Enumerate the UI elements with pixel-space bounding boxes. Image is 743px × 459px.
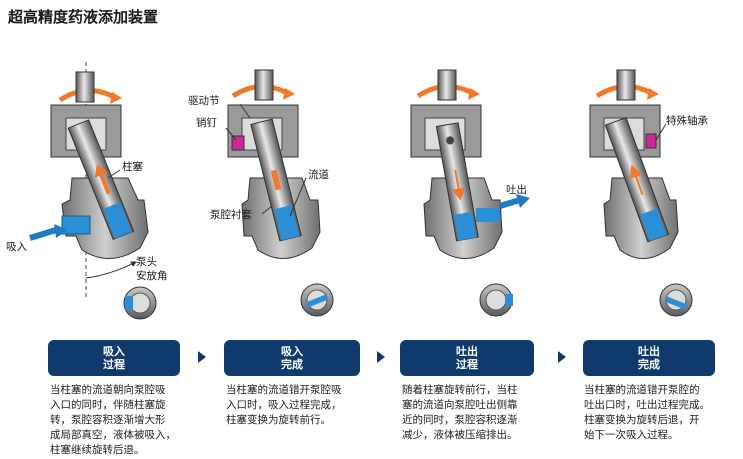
plunger-flow-fluid bbox=[274, 204, 300, 241]
stage-description-discharge-process: 随着柱塞旋转前行，当柱 塞的流道向泵腔吐出侧靠 近的同时，泵腔容积逐渐 减少，液… bbox=[402, 384, 518, 441]
label-pump-liner: 泵腔衬套 bbox=[210, 208, 252, 221]
label-mount-angle: 安放角 bbox=[136, 269, 168, 282]
pin-leader bbox=[225, 127, 237, 141]
label-pin: 销钉 bbox=[196, 116, 217, 129]
stage-title-line1: 吸入 bbox=[103, 345, 125, 358]
rotor-port-fluid bbox=[666, 296, 686, 310]
label-plunger: 柱塞 bbox=[122, 160, 143, 173]
page-title: 超高精度药液添加装置 bbox=[8, 8, 159, 26]
plunger-flow-fluid bbox=[103, 202, 132, 239]
plunger-flow-fluid bbox=[454, 211, 477, 241]
drive-shaft bbox=[616, 69, 636, 101]
plunger-leader bbox=[107, 169, 121, 179]
stage-title-line1: 吐出 bbox=[638, 345, 660, 358]
stage-description-discharge-complete: 当柱塞的流道错开泵腔的 吐出口时，吐出过程完成。 柱塞变换为旋转后退，开 始下一… bbox=[584, 384, 710, 441]
stroke-arrow-icon bbox=[94, 164, 111, 195]
drive-shaft bbox=[254, 69, 274, 101]
bearing-leader bbox=[655, 123, 667, 141]
liner-leader bbox=[261, 205, 273, 215]
flow-leader bbox=[289, 177, 307, 217]
rotation-arrow-head-icon bbox=[468, 88, 480, 100]
label-inlet: 吸入 bbox=[6, 241, 27, 253]
outlet-arrow-icon bbox=[499, 197, 521, 209]
stage-suction-process: 吸入 过程 bbox=[48, 340, 180, 376]
stage-title-line1: 吐出 bbox=[456, 345, 478, 358]
stage-discharge-process: 吐出 过程 bbox=[400, 340, 534, 376]
stroke-indicator-icon bbox=[270, 169, 282, 191]
stage-title-line2: 完成 bbox=[281, 358, 303, 371]
label-flow-path: 流道 bbox=[308, 168, 329, 181]
stage-arrow-icon bbox=[558, 351, 566, 363]
label-special-bearing: 特殊轴承 bbox=[666, 114, 708, 127]
rotation-arrow-head-icon bbox=[110, 92, 122, 104]
stage-title-line2: 完成 bbox=[638, 358, 660, 371]
stroke-arrow-icon bbox=[629, 164, 644, 196]
rotor-port-fluid bbox=[505, 294, 513, 306]
unit-discharge-complete bbox=[589, 69, 693, 317]
drive-leader bbox=[239, 103, 251, 119]
inlet-arrow-head-icon bbox=[54, 224, 68, 238]
label-outlet: 吐出 bbox=[506, 183, 527, 196]
inlet-arrow-icon bbox=[29, 227, 57, 241]
pin-hole-icon bbox=[446, 136, 455, 145]
stage-discharge-complete: 吐出 完成 bbox=[583, 340, 715, 376]
stage-title-line2: 过程 bbox=[103, 358, 125, 371]
stage-description-suction-complete: 当柱塞的流道错开泵腔吸 入口时，吸入过程完成， 柱塞变换为旋转前行。 bbox=[226, 384, 342, 426]
label-pump-head: 泵头 bbox=[136, 256, 157, 268]
outlet-port-fluid bbox=[476, 208, 500, 222]
unit-suction-process bbox=[29, 62, 157, 320]
rotor-port-fluid bbox=[125, 296, 133, 310]
stage-title-line2: 过程 bbox=[456, 358, 478, 371]
unit-discharge-process bbox=[410, 69, 530, 317]
stroke-arrow-icon bbox=[451, 169, 466, 201]
stage-description-suction-process: 当柱塞的流道朝向泵腔吸 入口的同时，伴随柱塞旋 转，泵腔容积逐渐增大形 成局部真… bbox=[50, 384, 176, 456]
rotation-arrow-head-icon bbox=[647, 88, 659, 100]
outlet-arrow-head-icon bbox=[516, 194, 530, 208]
drive-shaft bbox=[437, 69, 457, 101]
angle-arc bbox=[85, 261, 137, 279]
rotation-arrow-head-icon bbox=[283, 88, 295, 100]
stage-title-line1: 吸入 bbox=[281, 345, 303, 358]
bearing-icon bbox=[645, 133, 657, 149]
plunger-flow-fluid bbox=[640, 208, 667, 241]
stage-suction-complete: 吸入 完成 bbox=[224, 340, 360, 376]
stage-arrow-icon bbox=[377, 351, 385, 363]
unit-suction-complete bbox=[225, 69, 334, 317]
rotor-port-fluid bbox=[307, 294, 327, 308]
label-drive-section: 驱动节 bbox=[188, 95, 220, 107]
inlet-port-fluid bbox=[61, 215, 91, 235]
drive-shaft bbox=[75, 71, 95, 103]
rotor-inner bbox=[485, 289, 507, 311]
stage-arrow-icon bbox=[198, 351, 206, 363]
